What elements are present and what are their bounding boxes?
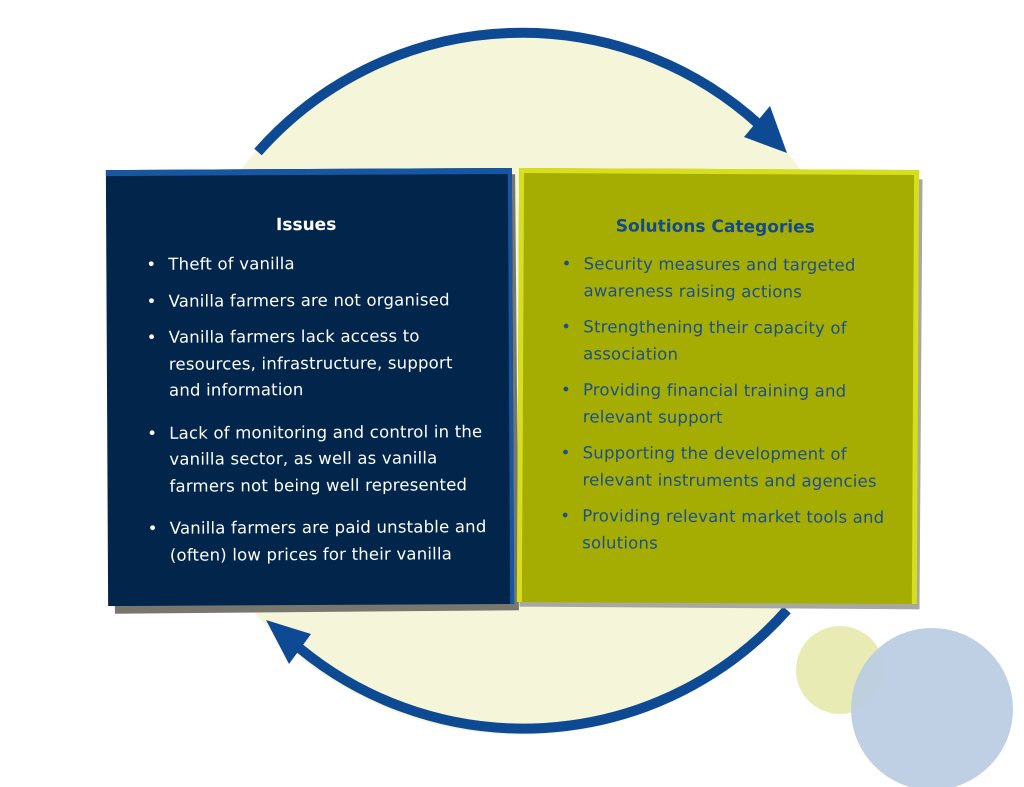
list-item: • Providing relevant market tools and sol… [560,503,900,558]
solution-text: Providing relevant market tools and solu… [582,506,885,553]
solution-text: Security measures and targeted awareness… [583,254,856,301]
solution-text: Supporting the development of relevant i… [582,443,877,491]
list-item: • Lack of monitoring and control in the v… [147,419,487,500]
bullet-icon: • [146,291,157,311]
issues-list: • Theft of vanilla • Vanilla farmers are n… [146,250,488,579]
solutions-title: Solutions Categories [615,216,815,238]
issue-text: Vanilla farmers lack access to resources… [168,326,453,400]
bottom-cycle-arrow [286,606,791,734]
solutions-list: • Security measures and targeted awarenes… [560,251,902,568]
bullet-icon: • [147,518,158,538]
bullet-icon: • [560,506,571,526]
bullet-icon: • [560,380,571,400]
bullet-icon: • [146,254,157,274]
solution-text: Strengthening their capacity of associat… [583,317,847,364]
list-item: • Strengthening their capacity of associa… [561,314,901,369]
bullet-icon: • [561,254,572,274]
list-item: • Supporting the development of relevant … [560,440,900,495]
issue-text: Lack of monitoring and control in the va… [169,421,483,496]
bottom-arrowhead-icon [266,620,311,664]
list-item: • Vanilla farmers are paid unstable and (… [148,514,488,569]
bullet-icon: • [560,443,571,463]
list-item: • Theft of vanilla [146,250,486,278]
issues-title: Issues [275,214,337,236]
top-arrowhead-icon [744,106,787,153]
solutions-panel: Solutions Categories • Security measures … [516,167,920,605]
solution-text: Providing financial training and relevan… [582,380,847,427]
list-item: • Vanilla farmers lack access to resource… [147,323,487,404]
issue-text: Vanilla farmers are not organised [168,289,450,311]
list-item: • Providing financial training and releva… [561,377,901,432]
list-item: • Vanilla farmers are not organised [146,287,486,315]
bullet-icon: • [561,317,572,337]
issue-text: Theft of vanilla [168,254,295,274]
bullet-icon: • [146,327,157,347]
issues-panel: Issues • Theft of vanilla • Vanilla farmer… [105,167,515,607]
bullet-icon: • [147,423,158,443]
top-cycle-arrow [254,27,772,156]
issue-text: Vanilla farmers are paid unstable and (o… [169,517,487,565]
list-item: • Security measures and targeted awarenes… [561,251,901,306]
deco-blue-circle [851,628,1013,787]
